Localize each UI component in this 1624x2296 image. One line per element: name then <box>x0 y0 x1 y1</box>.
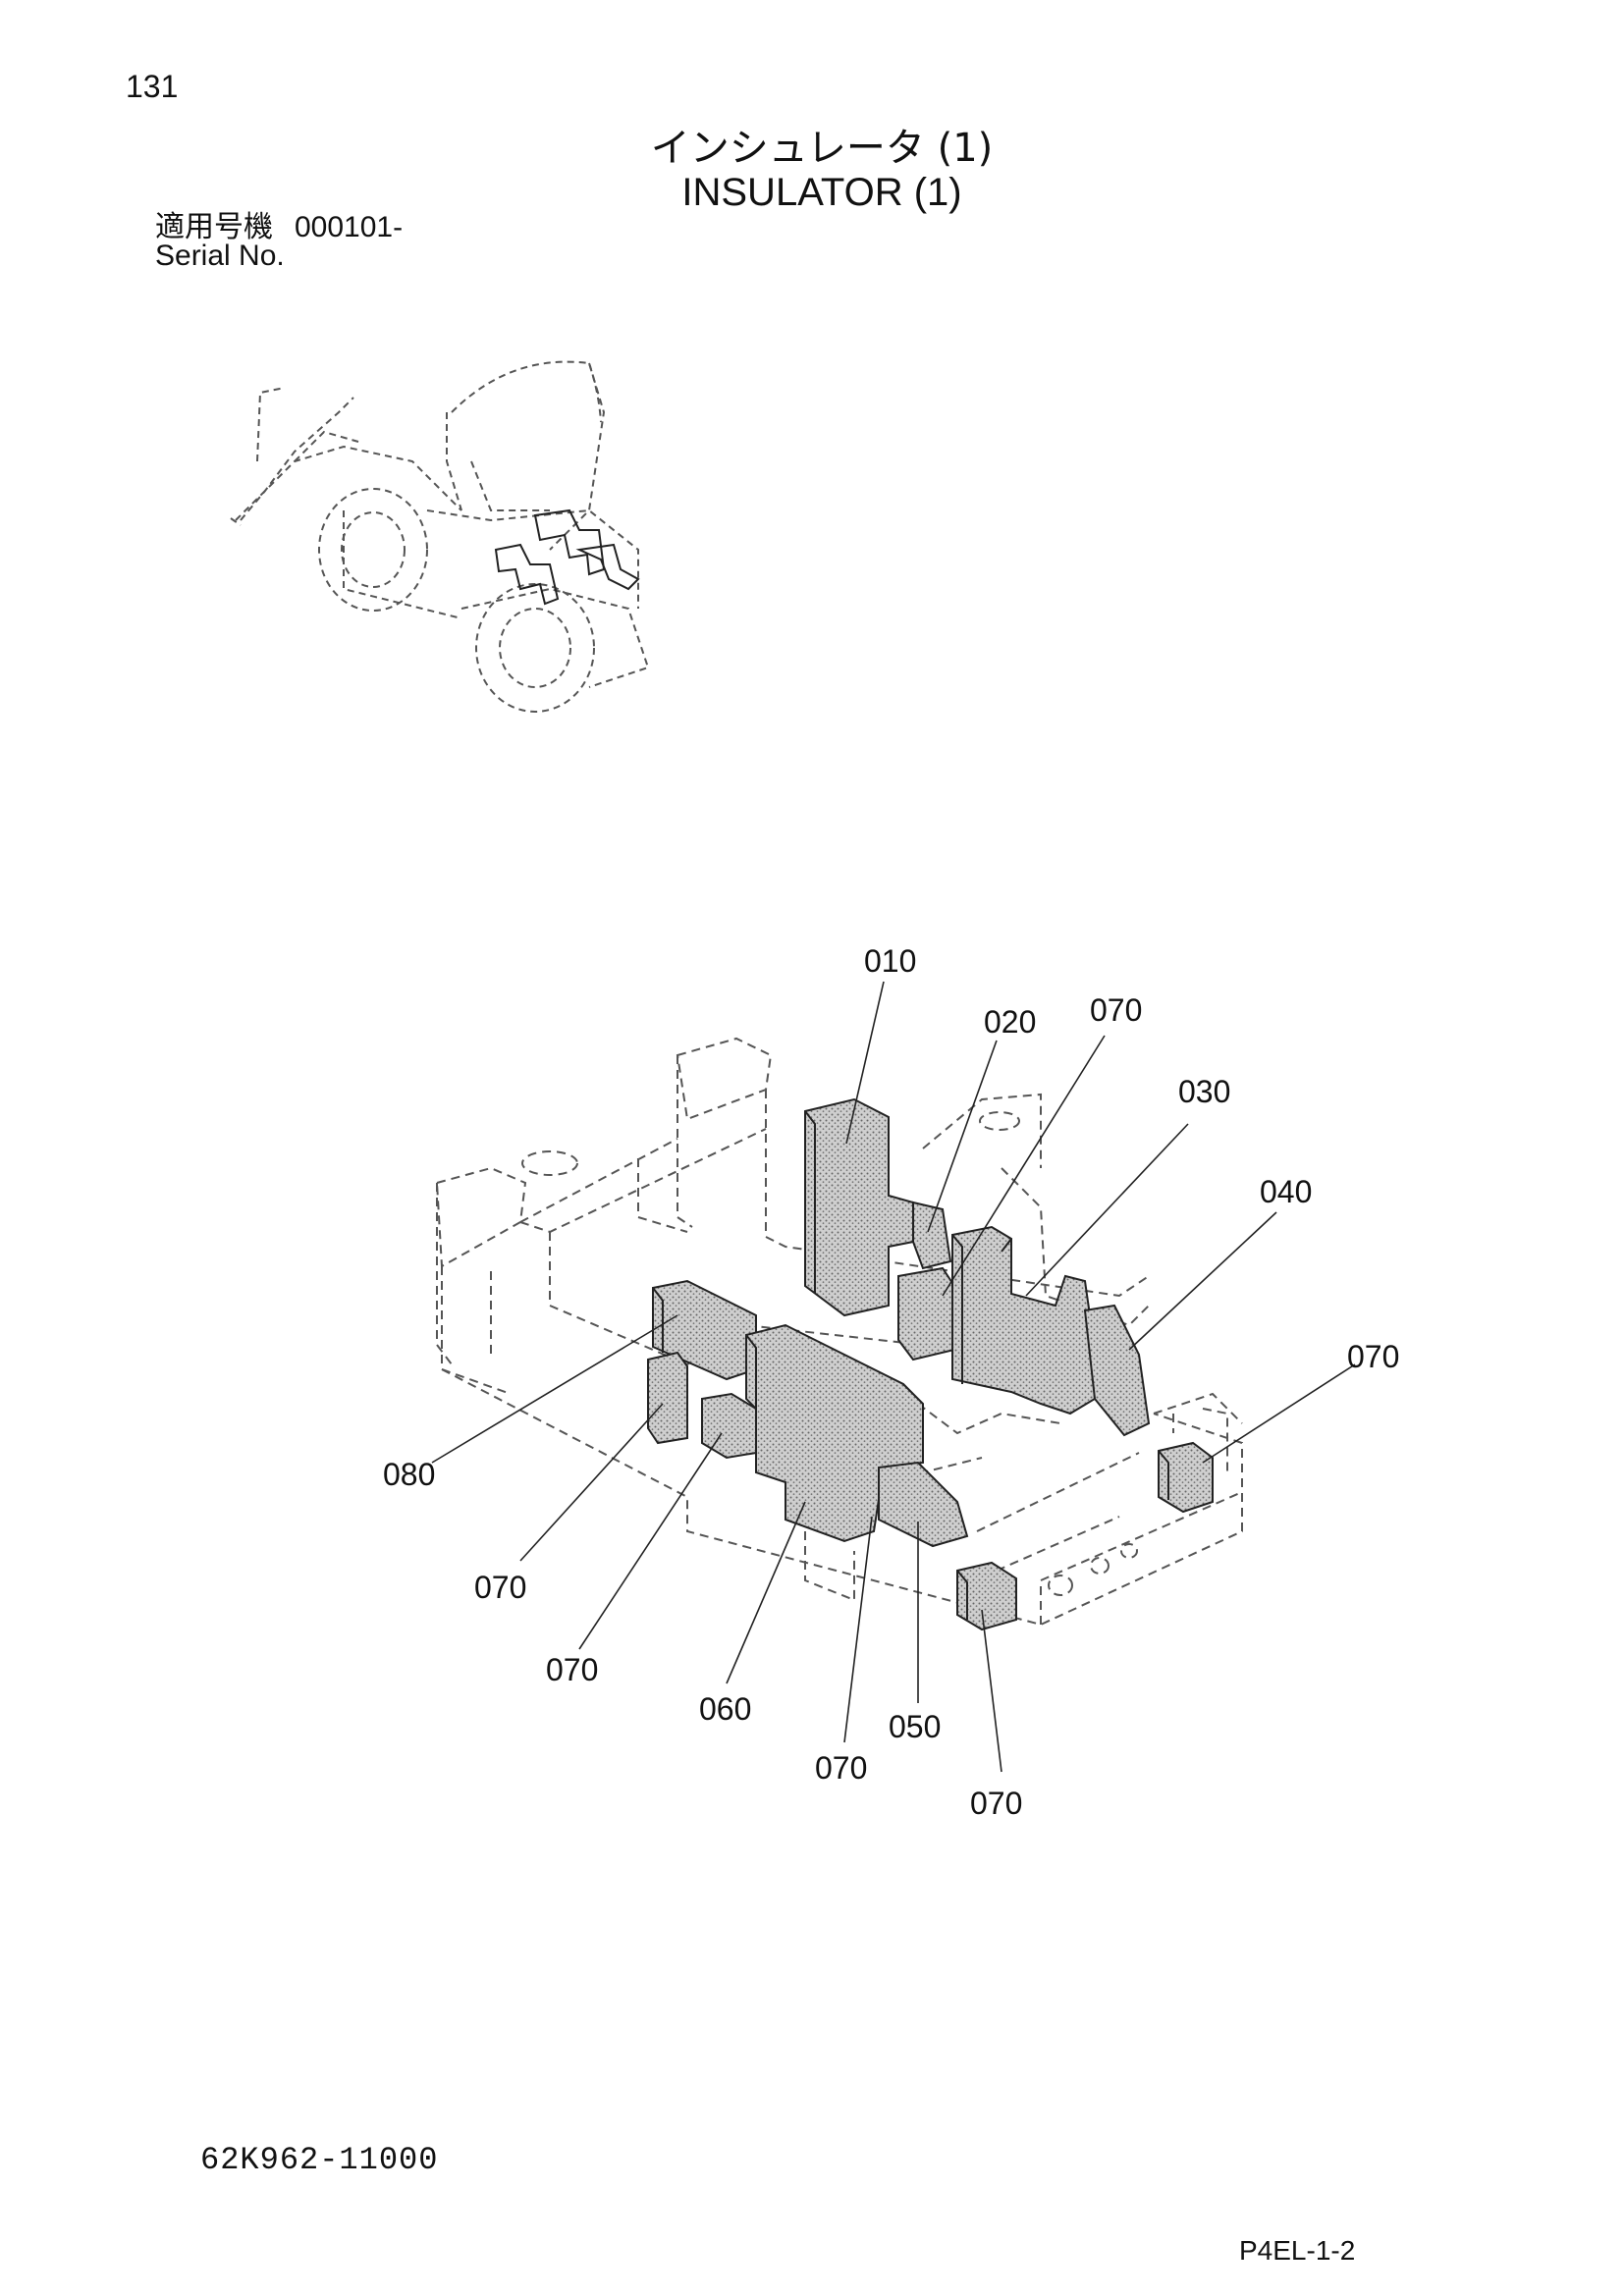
callout-070: 070 <box>1347 1339 1399 1374</box>
insulator-030 <box>951 1225 1097 1415</box>
insulator-020 <box>912 1201 952 1270</box>
callout-070: 070 <box>1090 992 1142 1028</box>
insulator-parts <box>647 1097 1214 1631</box>
insulator-070-b <box>647 1351 688 1445</box>
insulator-040 <box>1083 1304 1151 1437</box>
insulator-070-c <box>701 1392 757 1460</box>
insulator-070-a <box>897 1266 955 1362</box>
callout-070: 070 <box>546 1652 598 1687</box>
callout-040: 040 <box>1260 1174 1312 1209</box>
insulator-010 <box>804 1097 914 1317</box>
serial-label-japanese: 適用号機 000101- <box>155 202 403 245</box>
insulator-070-d <box>1158 1441 1214 1514</box>
frame-outline <box>435 1037 1243 1627</box>
page-code: P4EL-1-2 <box>1239 2235 1356 2266</box>
machine-overview-sketch <box>230 360 650 713</box>
serial-label-english: Serial No. <box>155 240 285 272</box>
insulator-050 <box>878 1461 969 1548</box>
callout-070: 070 <box>815 1750 867 1786</box>
title-japanese: インシュレータ (1) <box>650 126 994 171</box>
title-english: INSULATOR (1) <box>681 171 962 214</box>
overview-insulator-highlight <box>494 508 640 606</box>
serial-value: 000101- <box>295 211 404 243</box>
callout-030: 030 <box>1178 1074 1230 1109</box>
callout-080: 080 <box>383 1457 435 1492</box>
callout-070: 070 <box>474 1570 526 1605</box>
leader-lines <box>431 981 1356 1773</box>
callout-070: 070 <box>970 1786 1022 1821</box>
callout-060: 060 <box>699 1691 751 1727</box>
page-number: 131 <box>126 69 179 104</box>
callout-050: 050 <box>889 1709 941 1744</box>
serial-label: 適用号機 <box>155 210 273 244</box>
insulator-edges <box>652 1110 1169 1620</box>
callout-010: 010 <box>864 943 916 979</box>
callout-labels: 010 020 070 030 040 070 080 070 070 060 … <box>383 943 1399 1821</box>
insulator-070-e <box>956 1561 1017 1631</box>
callout-020: 020 <box>984 1004 1036 1040</box>
drawing-number: 62K962-11000 <box>200 2142 439 2178</box>
